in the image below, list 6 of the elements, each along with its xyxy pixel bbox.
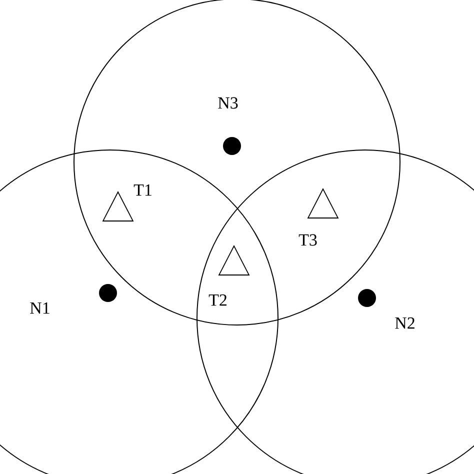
- point-label: N1: [30, 302, 50, 314]
- point-label: N3: [218, 97, 238, 109]
- point-label: T1: [134, 184, 152, 196]
- point-label: N2: [395, 317, 414, 329]
- point-label: T2: [208, 294, 226, 306]
- point-label: T3: [298, 234, 317, 246]
